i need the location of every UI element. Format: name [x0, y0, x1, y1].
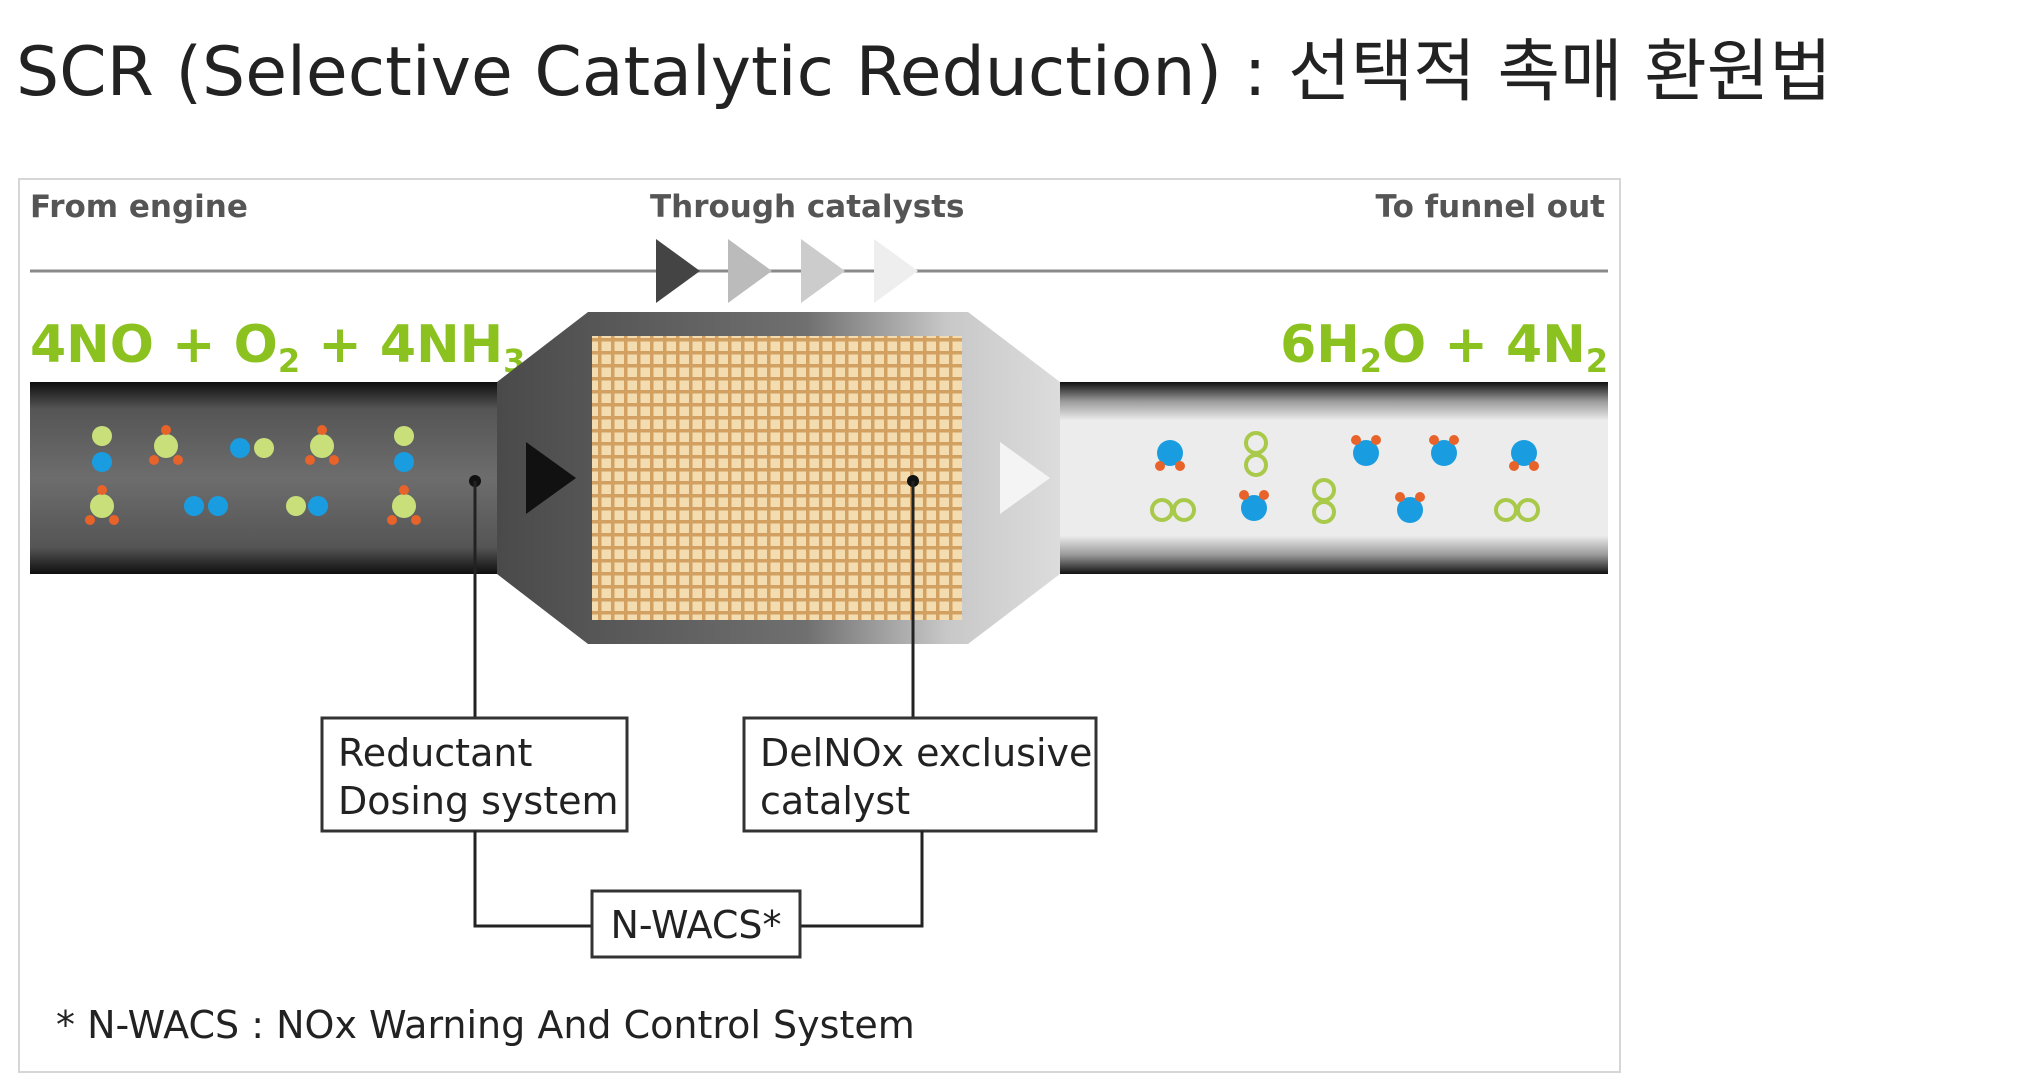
dosing-box-line-1: Reductant — [338, 731, 532, 775]
nwacs-label: N-WACS* — [610, 903, 781, 947]
nh3-molecule-icon — [387, 485, 421, 525]
n2-molecule-icon — [1494, 498, 1540, 522]
nwacs-connector-left — [473, 831, 592, 928]
delnox-catalyst-box — [742, 716, 1098, 833]
flow-arrow-4-icon — [874, 239, 918, 303]
svg-text:Dosing system: Dosing system — [338, 779, 619, 823]
flow-arrow-2-icon — [728, 239, 772, 303]
inlet-flow-arrow-icon — [526, 442, 576, 514]
outlet-flow-arrow-icon — [1000, 442, 1050, 514]
nwacs-connector-right — [800, 831, 924, 928]
inlet-pipe — [30, 382, 510, 574]
no-molecule-icon — [230, 438, 274, 458]
no-molecule-icon — [394, 426, 414, 472]
no-molecule-icon — [286, 496, 328, 516]
o2-molecule-icon — [184, 496, 228, 516]
n2-molecule-icon — [1150, 498, 1196, 522]
catalyst-box-line-1: DelNOx exclusive — [760, 731, 1092, 775]
h2o-molecule-icon — [1509, 440, 1539, 471]
catalyst-box-line-2: catalyst — [760, 779, 910, 823]
svg-text:Reductant: Reductant — [338, 731, 532, 775]
svg-text:DelNOx exclusive: DelNOx exclusive — [760, 731, 1092, 775]
label-from-engine: From engine — [30, 189, 248, 225]
h2o-molecule-icon — [1351, 435, 1381, 466]
n2-molecule-icon — [1244, 431, 1268, 477]
h2o-molecule-icon — [1239, 490, 1269, 521]
reductant-dosing-box — [320, 716, 629, 833]
label-to-funnel-out: To funnel out — [1376, 189, 1606, 225]
flow-arrow-1-icon — [656, 239, 700, 303]
equation-output: 6H2O + 4N2 — [1280, 315, 1608, 380]
svg-text:catalyst: catalyst — [760, 779, 910, 823]
nh3-molecule-icon — [149, 425, 183, 465]
nh3-molecule-icon — [85, 485, 119, 525]
flow-arrow-3-icon — [801, 239, 845, 303]
footnote: * N-WACS : NOx Warning And Control Syste… — [56, 1003, 915, 1047]
outlet-molecules — [1150, 431, 1540, 524]
nh3-molecule-icon — [305, 425, 339, 465]
equation-input: 4NO + O2 + 4NH3 — [30, 315, 525, 380]
dosing-box-line-2: Dosing system — [338, 779, 619, 823]
n2-molecule-icon — [1312, 478, 1336, 524]
label-through-catalysts: Through catalysts — [650, 189, 965, 225]
h2o-molecule-icon — [1429, 435, 1459, 466]
nwacs-box — [590, 889, 802, 959]
catalyst-grid — [592, 336, 962, 620]
page-title: SCR (Selective Catalytic Reduction) : 선택… — [16, 33, 1832, 112]
h2o-molecule-icon — [1155, 440, 1185, 471]
inlet-molecules — [85, 425, 421, 525]
h2o-molecule-icon — [1395, 492, 1425, 523]
no-molecule-icon — [92, 426, 112, 472]
